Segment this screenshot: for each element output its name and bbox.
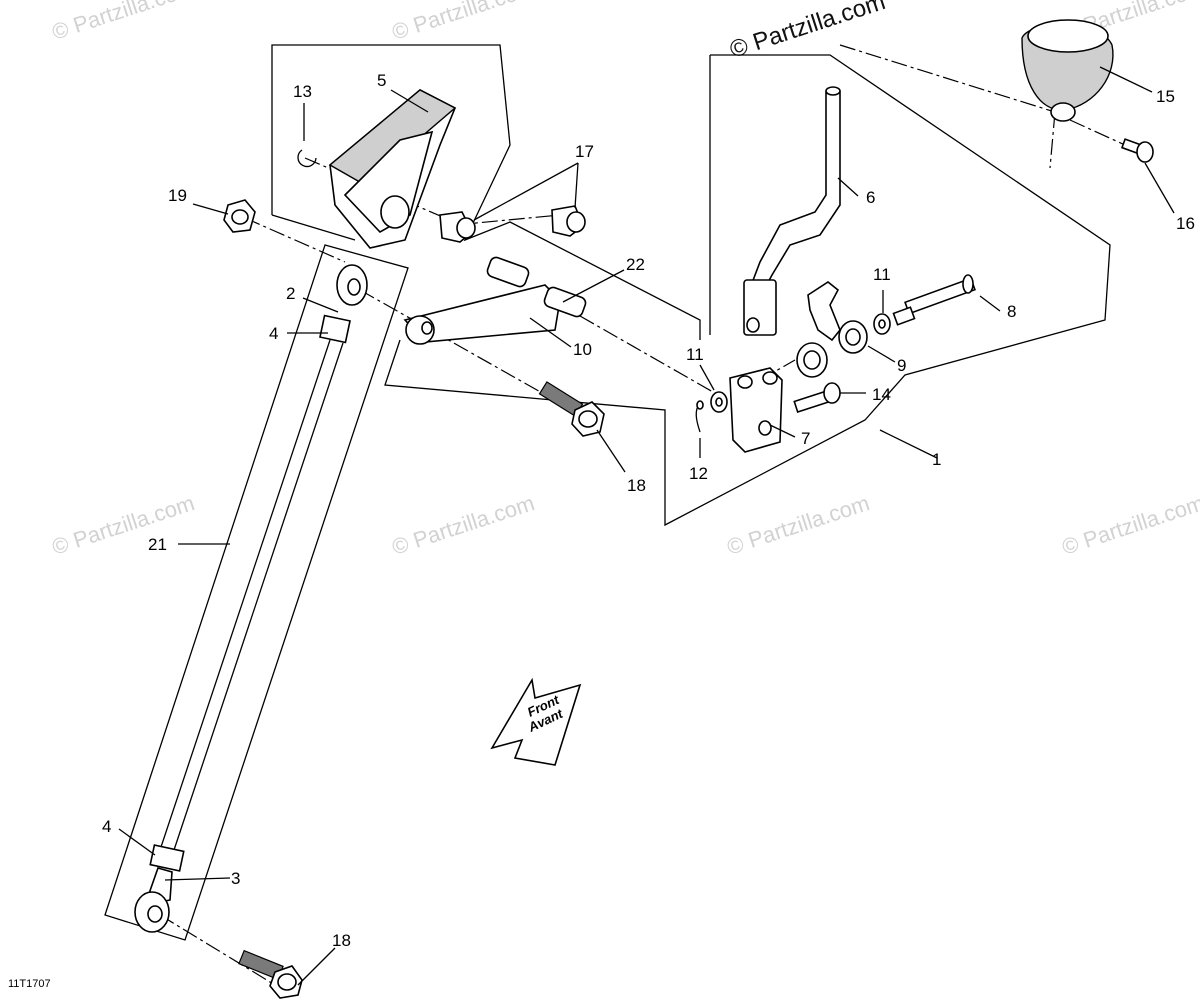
cover-bracket-part — [328, 89, 457, 249]
clevis-part — [729, 367, 783, 453]
callout-label: 14 — [872, 385, 891, 404]
callout-label: 22 — [626, 255, 645, 274]
callout-label: 15 — [1156, 87, 1175, 106]
callout-label: 9 — [897, 356, 906, 375]
callout-label: 7 — [801, 429, 810, 448]
watermark: © Partzilla.com — [389, 490, 538, 560]
circlip-part — [297, 149, 317, 168]
front-direction-arrow: Front Avant — [490, 677, 582, 766]
lever-arm-part — [403, 284, 561, 345]
watermark: © Partzilla.com — [389, 0, 538, 45]
callout-label: 4 — [269, 324, 278, 343]
callout-label: 10 — [573, 340, 592, 359]
clevis-pin-part — [892, 274, 976, 326]
rod-end-part — [319, 264, 368, 344]
header-watermark: © Partzilla.com — [727, 0, 889, 64]
callout-label: 2 — [286, 284, 295, 303]
rod-assembly-outline — [104, 244, 409, 941]
watermark: © Partzilla.com — [49, 490, 198, 560]
callout-label: 13 — [293, 82, 312, 101]
callout-labels: 1 2 3 4 4 5 6 7 8 9 10 11 11 12 13 14 15… — [102, 71, 1195, 950]
callout-label: 17 — [575, 142, 594, 161]
callout-label: 11 — [686, 345, 704, 364]
callout-label: 21 — [148, 535, 167, 554]
callout-label: 5 — [377, 71, 386, 90]
leader-lines — [118, 66, 1175, 986]
shift-rod-part — [159, 339, 344, 854]
watermark: © Partzilla.com — [1059, 490, 1200, 560]
rod-end-part — [134, 844, 185, 933]
knob-screw-part — [1120, 138, 1154, 163]
spacer-part — [380, 195, 410, 229]
shifter-assembly-outline — [384, 54, 1111, 527]
hex-bolt-part — [538, 381, 605, 437]
callout-label: 4 — [102, 817, 111, 836]
callout-label: 11 — [873, 265, 891, 284]
pivot-pin-part — [486, 256, 587, 318]
callout-label: 18 — [332, 931, 351, 950]
flange-nut-part — [551, 205, 586, 237]
callout-label: 16 — [1176, 214, 1195, 233]
callout-label: 8 — [1007, 302, 1016, 321]
watermark-group: © Partzilla.com © Partzilla.com © Partzi… — [49, 0, 1200, 560]
lock-nut-part — [223, 199, 256, 233]
washer-part — [710, 391, 728, 413]
cover-bracket-outline — [271, 214, 356, 241]
washer-part — [873, 313, 891, 335]
cotter-pin-part — [695, 400, 704, 433]
callout-label: 1 — [932, 450, 941, 469]
callout-label: 18 — [627, 476, 646, 495]
callout-label: 3 — [231, 869, 240, 888]
reference-code: 11T1707 — [8, 978, 51, 990]
watermark: © Partzilla.com — [49, 0, 198, 45]
hex-bolt-part — [238, 949, 303, 999]
shift-lever-part — [743, 86, 841, 336]
cover-bracket-outline — [271, 44, 701, 340]
shift-knob-part — [1021, 19, 1114, 122]
callout-label: 19 — [168, 186, 187, 205]
callout-label: 12 — [689, 464, 708, 483]
flange-nut-part — [439, 211, 476, 243]
shoulder-bolt-part — [793, 382, 841, 413]
assembly-centerlines — [159, 44, 1126, 986]
watermark: © Partzilla.com — [724, 490, 873, 560]
torsion-spring-part — [796, 281, 868, 378]
callout-label: 6 — [866, 188, 875, 207]
